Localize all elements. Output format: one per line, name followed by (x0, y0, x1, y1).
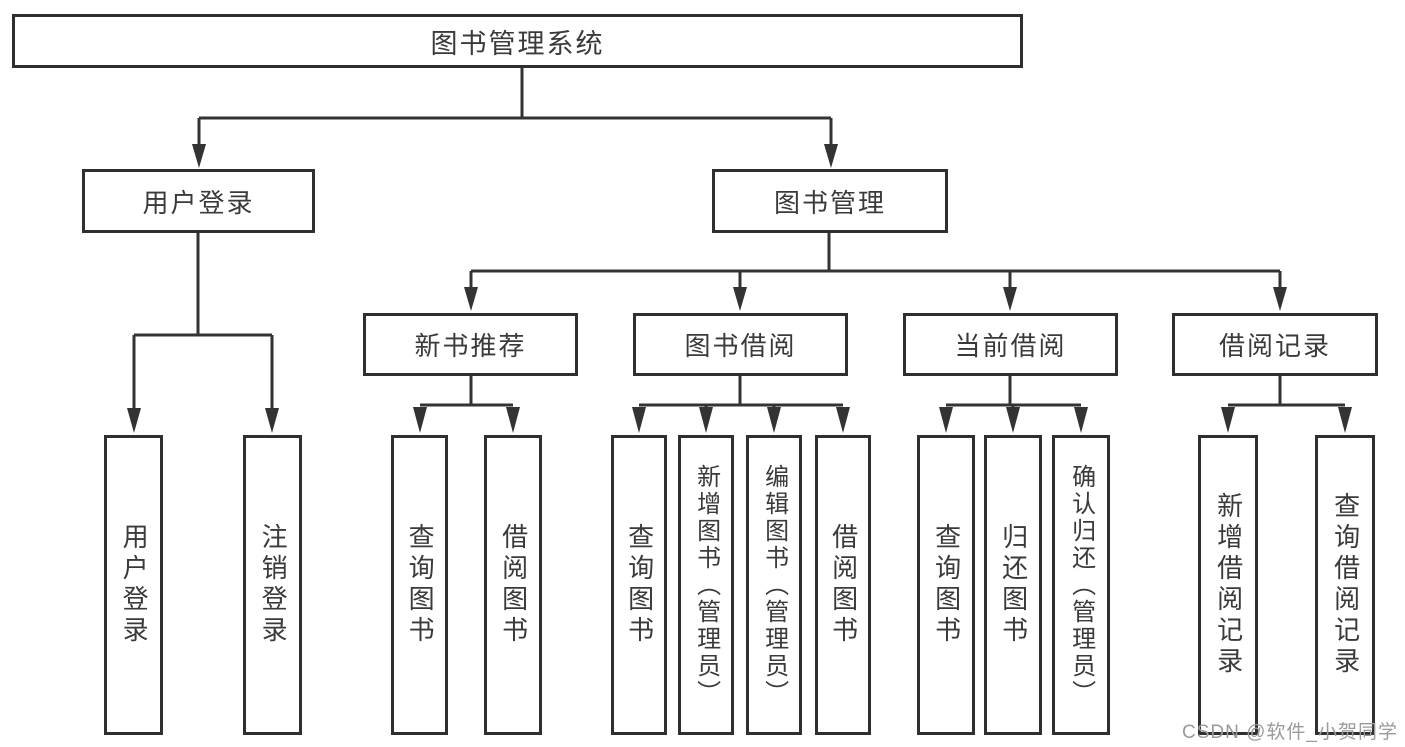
csdn-watermark: CSDN @软件_小贺同学 (1182, 722, 1398, 743)
node-book-management: 图书管理 (712, 169, 948, 233)
node-book-borrow: 图书借阅 (633, 313, 848, 376)
leaf-user-login: 用户登录 (104, 435, 163, 735)
leaf-return-book: 归还图书 (984, 435, 1042, 735)
leaf-query-books-borrow: 查询图书 (611, 435, 667, 735)
leaf-query-books-current: 查询图书 (917, 435, 975, 735)
leaf-edit-book-admin: 编辑图书（管理员） (746, 435, 802, 735)
node-library-system: 图书管理系统 (12, 14, 1023, 68)
leaf-logout: 注销登录 (243, 435, 302, 735)
leaf-query-books-recommend: 查询图书 (391, 435, 448, 735)
arrowheads (127, 144, 1352, 433)
node-borrow-records: 借阅记录 (1172, 313, 1378, 376)
node-current-borrow: 当前借阅 (903, 313, 1118, 376)
leaf-borrow-books-2: 借阅图书 (815, 435, 871, 735)
node-new-book-recommend: 新书推荐 (363, 313, 578, 376)
leaf-query-borrow-record: 查询借阅记录 (1315, 435, 1375, 735)
leaf-add-book-admin: 新增图书（管理员） (678, 435, 734, 735)
leaf-confirm-return-admin: 确认归还（管理员） (1052, 435, 1110, 735)
leaf-borrow-books-recommend: 借阅图书 (484, 435, 542, 735)
leaf-add-borrow-record: 新增借阅记录 (1198, 435, 1258, 735)
node-user-login: 用户登录 (82, 169, 315, 233)
